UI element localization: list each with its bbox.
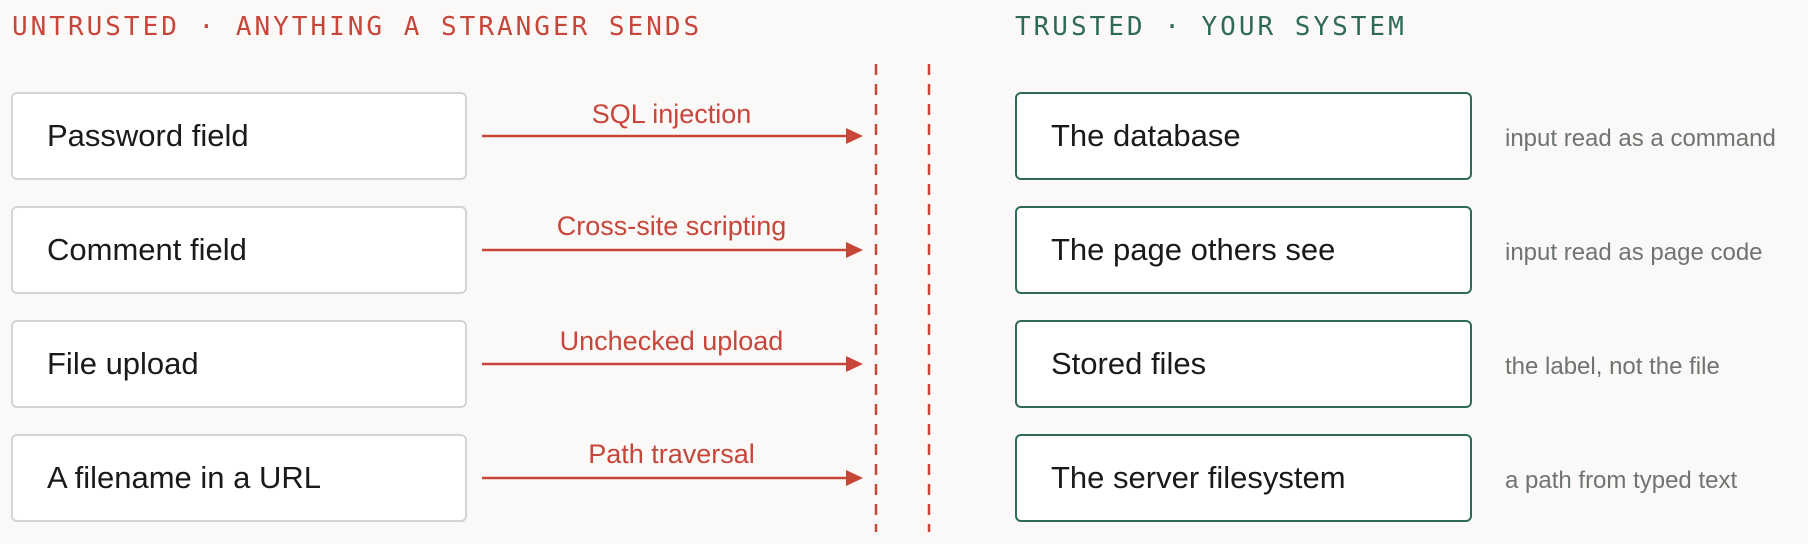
target-box-database: The database	[1015, 92, 1472, 180]
arrow-head	[846, 242, 863, 258]
attack-label-path-traversal: Path traversal	[588, 439, 755, 469]
target-label: Stored files	[1051, 346, 1207, 381]
untrusted-heading: UNTRUSTED · ANYTHING A STRANGER SENDS	[12, 12, 703, 42]
source-label: Password field	[47, 118, 249, 153]
note-page-code: input read as page code	[1505, 239, 1763, 266]
source-box-password-field: Password field	[11, 92, 467, 180]
attack-label-unchecked-upload: Unchecked upload	[559, 326, 784, 356]
arrow-head	[846, 356, 863, 372]
note-command: input read as a command	[1505, 125, 1776, 152]
attack-label-sql-injection: SQL injection	[591, 99, 752, 129]
target-box-server-filesystem: The server filesystem	[1015, 434, 1472, 522]
source-box-comment-field: Comment field	[11, 206, 467, 294]
source-box-file-upload: File upload	[11, 320, 467, 408]
arrow-head	[846, 128, 863, 144]
attack-label-cross-site-scripting: Cross-site scripting	[556, 211, 787, 241]
target-label: The page others see	[1051, 232, 1336, 267]
target-box-page-others-see: The page others see	[1015, 206, 1472, 294]
source-label: Comment field	[47, 232, 247, 267]
target-label: The server filesystem	[1051, 460, 1346, 495]
source-label: A filename in a URL	[47, 460, 321, 495]
target-label: The database	[1051, 118, 1241, 153]
trusted-heading: TRUSTED · YOUR SYSTEM	[1015, 12, 1407, 42]
source-box-url-filename: A filename in a URL	[11, 434, 467, 522]
target-box-stored-files: Stored files	[1015, 320, 1472, 408]
note-path-typed-text: a path from typed text	[1505, 467, 1738, 494]
source-label: File upload	[47, 346, 199, 381]
arrow-head	[846, 470, 863, 486]
note-label-not-file: the label, not the file	[1505, 353, 1720, 380]
